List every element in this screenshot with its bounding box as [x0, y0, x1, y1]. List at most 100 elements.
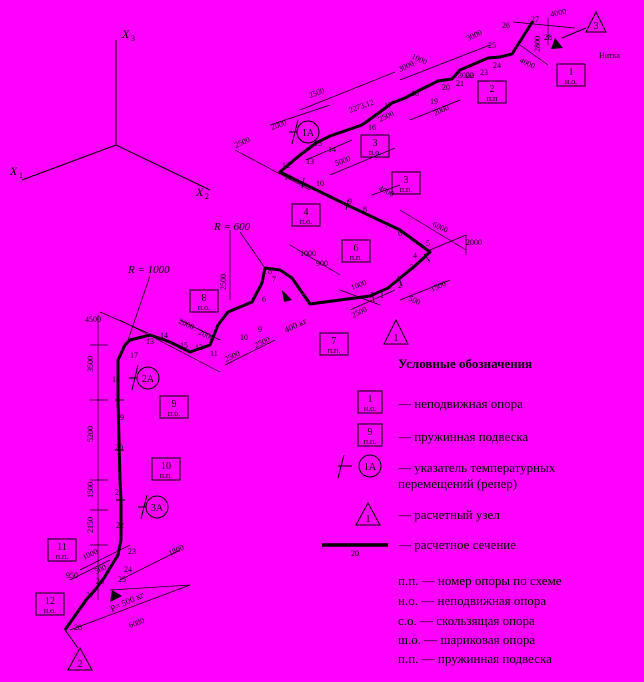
- axis-x1-sub: 1: [19, 171, 23, 180]
- legend-spring-text: — пружинная подвеска: [398, 429, 529, 444]
- load-label: 400 кг: [283, 316, 309, 335]
- support-type: п.п.: [400, 185, 413, 194]
- section-number: 2: [398, 281, 402, 290]
- dim-label: 2000: [270, 118, 288, 132]
- section-number: 23: [480, 68, 488, 77]
- dim-label: 2500: [350, 305, 368, 320]
- dim-label: 2500: [233, 135, 251, 150]
- design-node-number: 2: [78, 659, 83, 670]
- legend-spring-type: п.п.: [364, 437, 377, 446]
- dim-label: 2000: [177, 317, 195, 332]
- section-number: 17: [130, 351, 138, 360]
- section-number: 15: [314, 139, 322, 148]
- axis-x2-label: X: [195, 185, 204, 199]
- dim-label: 2500: [219, 274, 228, 290]
- section-number: 7: [272, 275, 276, 284]
- support-number: 10: [161, 461, 171, 472]
- dim-label: 500: [407, 294, 422, 307]
- section-number: 10: [316, 179, 324, 188]
- legend-abbr: н.о. — неподвижная опора: [398, 593, 547, 608]
- design-node-labels: 3 1 2: [78, 21, 599, 670]
- support-type: п.о.: [168, 409, 180, 418]
- section-number: 1: [380, 291, 384, 300]
- radius-label: R = 600: [213, 221, 251, 233]
- dim-label: 900: [316, 259, 328, 268]
- legend-marker-label: 1А: [364, 462, 377, 473]
- section-number: 9: [258, 325, 262, 334]
- dim-label: 1500: [86, 482, 95, 498]
- support-markers: [35, 63, 586, 616]
- section-number: 23: [128, 547, 136, 556]
- section-number: 12: [282, 161, 290, 170]
- section-number: 18: [112, 375, 120, 384]
- design-node-number: 1: [394, 333, 399, 344]
- coordinate-axes: [21, 40, 211, 191]
- dimension-labels: 4000 3000 1000 3000 2800 4000 3000 2000 …: [66, 7, 567, 630]
- legend-fixed-type: н.о.: [364, 404, 376, 413]
- section-number: 22: [466, 71, 474, 80]
- support-number: 8: [202, 293, 207, 304]
- section-number: 8: [363, 205, 367, 214]
- dim-label: 1000: [81, 547, 99, 562]
- dim-label: 6000: [431, 220, 449, 235]
- section-number: 27: [531, 15, 539, 24]
- section-number: 5: [426, 239, 430, 248]
- arrow-icon: [110, 590, 122, 602]
- dim-label: 2150: [86, 517, 95, 533]
- legend-abbr: п.п. — пружинная подвеска: [398, 651, 552, 666]
- axis-x2-sub: 2: [205, 192, 209, 201]
- dim-label: 4000: [518, 56, 536, 71]
- support-number: 3: [373, 138, 378, 149]
- support-number: 11: [57, 542, 67, 553]
- legend-node-text: — расчетный узел: [398, 507, 500, 522]
- support-type: н.о.: [44, 606, 56, 615]
- design-nodes: [64, 10, 607, 671]
- section-number: 13: [146, 337, 154, 346]
- section-number: 13: [306, 157, 314, 166]
- axis-x1-label: X: [9, 164, 18, 178]
- dim-label: 1800: [167, 543, 185, 558]
- legend-fixed-num: 1: [368, 394, 373, 405]
- reference-marker-label: 3А: [151, 503, 164, 514]
- dim-label: 2500: [253, 335, 271, 350]
- dim-label: 1000: [300, 249, 316, 258]
- support-type: п.п.: [56, 552, 69, 561]
- support-type: п.о.: [300, 217, 312, 226]
- section-number: 26: [96, 577, 104, 586]
- dim-label: 1000: [350, 278, 368, 292]
- section-number: 11: [210, 349, 218, 358]
- axis-x3-label: X: [121, 27, 130, 41]
- section-number: 28: [74, 623, 82, 632]
- dim-label: 1500: [429, 279, 447, 294]
- legend-abbr: п.п. — номер опоры по схеме: [398, 573, 562, 588]
- section-numbers-lower: 7 8 6 9 10 11 12 15 14 13 17 18 19 20 21…: [74, 267, 276, 632]
- support-type: н.о.: [565, 77, 577, 86]
- reference-marker-labels: 1А 2А 3А: [142, 128, 315, 514]
- support-type: п.п: [487, 94, 498, 103]
- legend-abbr: с.о. — скользящая опора: [398, 613, 535, 628]
- support-type: п.п.: [328, 346, 341, 355]
- legend-spring-num: 9: [368, 427, 373, 438]
- dim-label: 3000: [397, 59, 415, 74]
- section-number: 26: [502, 21, 510, 30]
- section-number: 3: [410, 263, 414, 272]
- dim-label: 3500: [86, 356, 95, 372]
- section-number: 20: [442, 83, 450, 92]
- support-number: 4: [304, 207, 309, 218]
- dim-label: 2500: [308, 86, 326, 100]
- legend-graphic-labels: 1 н.о. 9 п.п. 1А 1 20: [351, 394, 377, 558]
- dim-label: 2273,12: [348, 98, 376, 115]
- section-number: 25: [488, 41, 496, 50]
- dim-label: 4000: [377, 184, 395, 199]
- section-number: 21: [456, 79, 464, 88]
- support-number: 2: [490, 84, 495, 95]
- legend-graphics: [322, 390, 388, 547]
- support-number: 12: [45, 596, 55, 607]
- reference-marker-label: 2А: [142, 374, 155, 385]
- nitka-label: Нитка: [599, 51, 620, 60]
- section-number: 19: [430, 97, 438, 106]
- support-type: п.о.: [198, 303, 210, 312]
- dim-label: 2000: [466, 238, 482, 247]
- section-number: 24: [493, 61, 501, 70]
- legend-node-label: 1: [366, 514, 371, 525]
